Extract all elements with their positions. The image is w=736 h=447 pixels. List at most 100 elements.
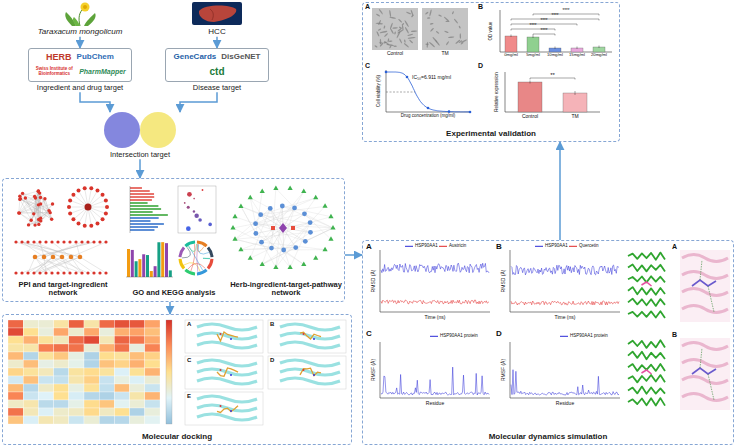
database-logo: GeneCards bbox=[174, 53, 217, 62]
heatmap-cell bbox=[54, 328, 69, 336]
network-node bbox=[68, 271, 71, 274]
go-bar bbox=[130, 193, 154, 195]
kegg-dot bbox=[202, 189, 204, 191]
heatmap-cell bbox=[84, 408, 99, 416]
heatmap-cell bbox=[114, 408, 129, 416]
heatmap-cell bbox=[38, 320, 53, 328]
pathway-triangle bbox=[232, 214, 237, 219]
network-node bbox=[68, 211, 72, 215]
cell bbox=[378, 20, 382, 26]
network-link bbox=[276, 208, 295, 268]
network-node bbox=[17, 211, 20, 214]
plot-label: **** bbox=[562, 9, 569, 14]
venn-node: Intersection target bbox=[70, 112, 210, 159]
network-node bbox=[95, 189, 99, 193]
network-link bbox=[38, 191, 50, 212]
heatmap-cell bbox=[130, 352, 145, 360]
atom bbox=[303, 333, 305, 335]
cell bbox=[411, 30, 417, 32]
target-node bbox=[268, 206, 273, 211]
plot-label: 20mg/ml bbox=[591, 53, 607, 57]
dotplot-frame bbox=[178, 186, 216, 233]
cell bbox=[426, 42, 428, 48]
heatmap-cell bbox=[114, 344, 129, 352]
go-bar bbox=[130, 187, 142, 189]
significance-bracket bbox=[533, 34, 555, 36]
liver-icon bbox=[192, 2, 242, 25]
network-node bbox=[30, 219, 33, 222]
target-node bbox=[280, 204, 285, 209]
heatmap-cell bbox=[54, 336, 69, 344]
heatmap-cell bbox=[23, 352, 38, 360]
network-link bbox=[71, 242, 106, 257]
heatmap-cell bbox=[23, 376, 38, 384]
cell bbox=[389, 16, 396, 19]
species-name: Taraxacum mongolicum bbox=[28, 28, 132, 37]
heatmap-cell bbox=[84, 392, 99, 400]
plot-label: RMSF (Å) bbox=[371, 359, 376, 381]
ligand-stick bbox=[217, 368, 238, 376]
heatmap-cell bbox=[8, 336, 23, 344]
pathway-triangle bbox=[313, 255, 318, 259]
protein-cartoon bbox=[628, 253, 665, 260]
network-node bbox=[92, 240, 95, 243]
pathway-triangle bbox=[313, 195, 318, 200]
network-link bbox=[34, 242, 71, 257]
heatmap-cell bbox=[114, 352, 129, 360]
heatmap-cell bbox=[99, 392, 114, 400]
chord-link bbox=[182, 247, 191, 258]
network-node bbox=[37, 223, 40, 226]
network-link bbox=[235, 208, 294, 239]
network-node bbox=[56, 271, 59, 274]
heatmap-cell bbox=[69, 416, 84, 424]
bar bbox=[518, 82, 542, 112]
cell bbox=[396, 31, 400, 38]
network-link bbox=[241, 248, 296, 250]
network-node bbox=[38, 271, 41, 274]
go-bar bbox=[130, 214, 168, 216]
plot-label: TM bbox=[441, 51, 448, 56]
heatmap-cell bbox=[99, 408, 114, 416]
protein-ribbon bbox=[197, 324, 257, 330]
ingredient-node bbox=[271, 226, 275, 230]
enrichment-bar bbox=[131, 250, 134, 277]
go-bar bbox=[130, 196, 154, 198]
heatmap-cell bbox=[99, 376, 114, 384]
ring-network bbox=[67, 186, 109, 227]
protein-ribbon bbox=[682, 306, 728, 313]
heatmap-cell bbox=[130, 376, 145, 384]
network-link bbox=[34, 257, 53, 273]
target-node bbox=[269, 246, 274, 251]
heatmap-cell bbox=[84, 400, 99, 408]
flow-arrow bbox=[139, 159, 141, 178]
network-node bbox=[62, 240, 65, 243]
cell bbox=[445, 21, 449, 23]
hydrogen-bond bbox=[708, 374, 714, 400]
network-link bbox=[22, 242, 62, 257]
heatmap-cell bbox=[38, 360, 53, 368]
cell bbox=[398, 19, 403, 23]
dandelion-icon bbox=[65, 3, 95, 27]
network-node bbox=[78, 255, 83, 260]
database-logo: HERB bbox=[46, 53, 72, 63]
heatmap-cell bbox=[23, 320, 38, 328]
network-node bbox=[104, 240, 107, 243]
kegg-dot bbox=[193, 198, 195, 200]
network-link bbox=[241, 206, 311, 232]
rmsd-trace bbox=[511, 265, 619, 275]
heatmap-cell bbox=[23, 368, 38, 376]
heatmap-cell bbox=[114, 360, 129, 368]
micrograph bbox=[422, 8, 468, 50]
heatmap-cell bbox=[114, 376, 129, 384]
heatmap-cell bbox=[69, 368, 84, 376]
cell bbox=[429, 41, 436, 47]
dose-curve bbox=[386, 72, 470, 112]
cell bbox=[408, 37, 416, 39]
heatmap-cell bbox=[84, 368, 99, 376]
network-link bbox=[271, 228, 283, 248]
enrichment-bar bbox=[138, 259, 141, 277]
heatmap-cell bbox=[145, 360, 160, 368]
plot-label: 10mg/ml bbox=[547, 53, 563, 57]
pathway-triangle bbox=[322, 203, 327, 208]
network-link bbox=[62, 257, 82, 273]
